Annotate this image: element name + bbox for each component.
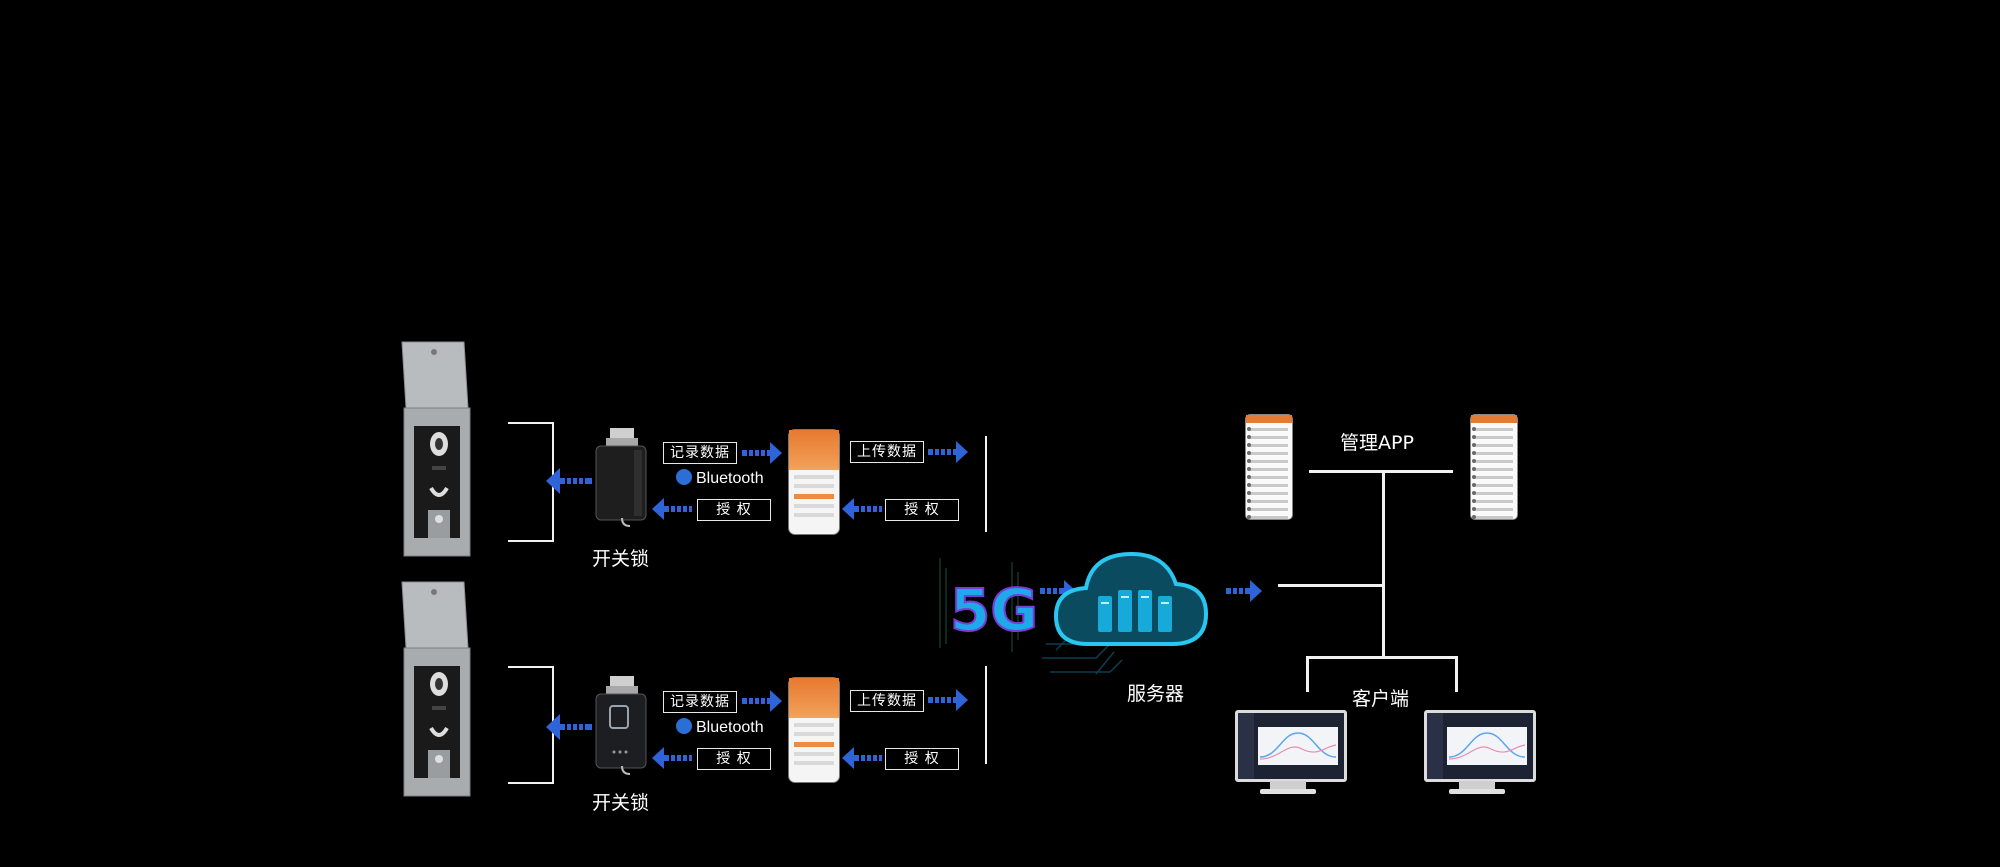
arrow-right-icon: [928, 441, 968, 463]
admin-phone-icon: [1470, 414, 1518, 520]
auth-label-top-left: 授 权: [697, 499, 771, 521]
arrow-left-icon: [652, 498, 692, 520]
record-data-label-bottom: 记录数据: [663, 691, 737, 713]
lock-label-bottom: 开关锁: [592, 792, 650, 814]
arrow-left-icon: [652, 747, 692, 769]
auth-label-bottom-left: 授 权: [697, 748, 771, 770]
key-device-icon: [595, 428, 647, 527]
cabinet-icon: [401, 581, 471, 797]
arrow-left-icon: [842, 498, 882, 520]
arrow-right-icon: [1226, 580, 1262, 602]
cloud-server-icon: [1042, 551, 1209, 675]
bluetooth-label-bottom: Bluetooth: [676, 718, 764, 737]
auth-label-bottom-right: 授 权: [885, 748, 959, 770]
record-data-label-top: 记录数据: [663, 442, 737, 464]
monitor-icon: [1235, 710, 1347, 782]
arrow-right-icon: [928, 689, 968, 711]
bluetooth-icon: [676, 469, 692, 485]
network-label: 5G: [950, 576, 1038, 644]
server-label: 服务器: [1127, 683, 1185, 705]
key-device-icon: [595, 676, 647, 775]
bluetooth-label-top: Bluetooth: [676, 469, 764, 488]
upload-data-label-bottom: 上传数据: [850, 690, 924, 712]
arrow-left-icon: [546, 468, 592, 494]
arrow-right-icon: [742, 690, 782, 712]
monitor-icon: [1424, 710, 1536, 782]
arrow-left-icon: [546, 714, 592, 740]
cabinet-icon: [401, 341, 471, 557]
5g-icon: 5G: [939, 558, 1039, 652]
auth-label-top-right: 授 权: [885, 499, 959, 521]
upload-data-label-top: 上传数据: [850, 441, 924, 463]
arrow-left-icon: [842, 747, 882, 769]
admin-app-label: 管理APP: [1340, 432, 1414, 454]
bluetooth-icon: [676, 718, 692, 734]
admin-phone-icon: [1245, 414, 1293, 520]
client-label: 客户端: [1352, 688, 1410, 710]
lock-label-top: 开关锁: [592, 548, 650, 570]
arrow-right-icon: [742, 442, 782, 464]
phone-icon: [788, 677, 840, 783]
phone-icon: [788, 429, 840, 535]
